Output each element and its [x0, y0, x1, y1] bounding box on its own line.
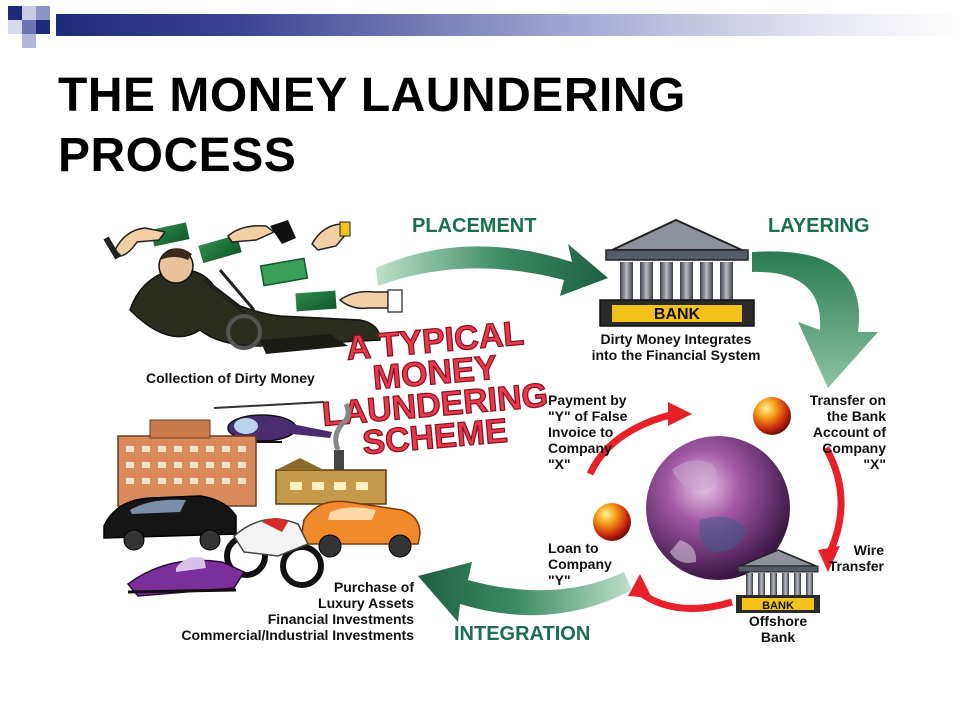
layering-arrow [752, 251, 878, 388]
assets-caption-line-3: Financial Investments [268, 611, 414, 627]
sports-car-icon [299, 500, 421, 558]
helicopter-icon [213, 401, 332, 443]
assets-caption-line-1: Purchase of [334, 579, 414, 595]
motorcycle-icon [224, 518, 324, 588]
title-line-1: THE MONEY LAUNDERING [58, 69, 686, 122]
bank-caption-line-1: Dirty Money Integrates [601, 331, 752, 347]
title-underline-bar [56, 14, 960, 36]
title-line-2: PROCESS [58, 129, 297, 182]
collection-caption: Collection of Dirty Money [146, 370, 315, 386]
payment-caption-line-2: "Y" of False [548, 408, 628, 424]
jet-ski-icon [126, 557, 246, 597]
decor-square [8, 6, 22, 20]
assets-caption-line-2: Luxury Assets [318, 595, 414, 611]
wire-caption-line-2: Transfer [829, 558, 885, 574]
layering-label: LAYERING [768, 215, 870, 237]
integration-arrow [418, 562, 632, 622]
payment-caption-line-3: Invoice to [548, 424, 613, 440]
decor-square [36, 6, 50, 20]
hands-with-money-icon [103, 220, 403, 313]
decor-square [36, 20, 50, 34]
assets-caption-line-4: Commercial/Industrial Investments [181, 627, 414, 643]
offshore-caption-line-2: Bank [761, 629, 795, 645]
transfer-caption-line-5: "X" [863, 456, 886, 472]
placement-arrow [376, 244, 608, 296]
man-counting-money-icon [129, 248, 381, 354]
transfer-caption-line-2: the Bank [827, 408, 886, 424]
sports-car-icon [103, 495, 237, 551]
payment-caption-line-4: Company [548, 440, 612, 456]
decor-square [22, 6, 36, 20]
red-ball-icon [753, 397, 791, 435]
slide-top-bar [0, 0, 960, 50]
wire-caption-line-1: Wire [854, 542, 884, 558]
offshore-bank-icon [736, 549, 820, 613]
page-title: THE MONEY LAUNDERING PROCESS [58, 66, 918, 186]
integration-label: INTEGRATION [454, 623, 590, 645]
bank-caption-line-2: into the Financial System [592, 347, 761, 363]
loan-caption-line-1: Loan to [548, 540, 599, 556]
transfer-caption-line-4: Company [822, 440, 886, 456]
offshore-caption-line-1: Offshore [749, 613, 808, 629]
globe-icon [646, 436, 790, 580]
decor-square [22, 34, 36, 48]
loan-caption-line-2: Company [548, 556, 612, 572]
factory-icon [275, 402, 387, 505]
cycle-arrows [586, 402, 845, 612]
offshore-bank-sign: BANK [762, 600, 794, 612]
decor-square [8, 20, 22, 34]
transfer-caption-line-3: Account of [813, 424, 886, 440]
red-ball-icon [593, 503, 631, 541]
loan-caption-line-3: "Y" [548, 572, 571, 588]
payment-caption-line-5: "X" [548, 456, 571, 472]
bank-building-icon [599, 218, 755, 327]
decor-square [22, 20, 36, 34]
placement-label: PLACEMENT [412, 215, 536, 237]
payment-caption-line-1: Payment by [548, 392, 627, 408]
bank-sign: BANK [654, 306, 701, 323]
transfer-caption-line-1: Transfer on [810, 392, 886, 408]
